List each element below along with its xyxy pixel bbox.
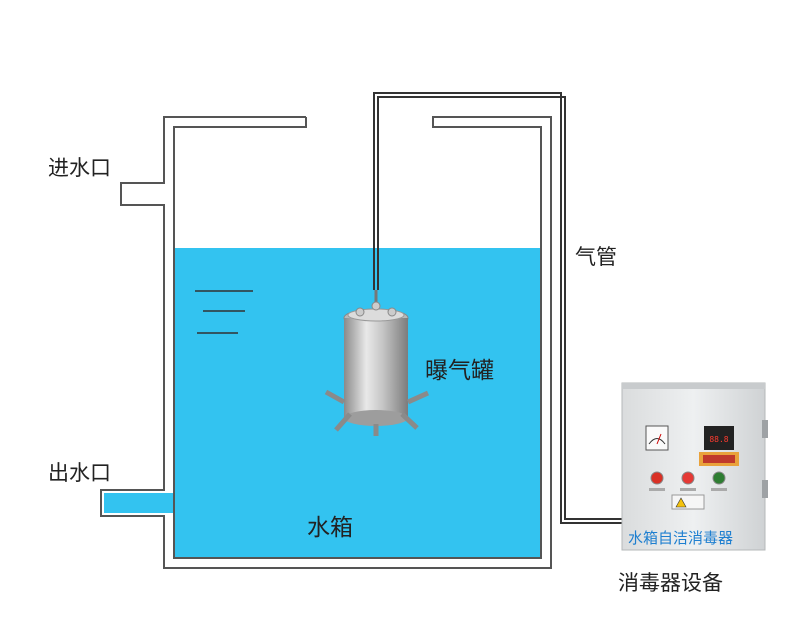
device-caption: 消毒器设备 — [618, 571, 723, 595]
aerator-tank — [324, 290, 430, 436]
air-pipe-label: 气管 — [575, 245, 617, 269]
tank-label: 水箱 — [307, 515, 353, 541]
digital-display — [704, 426, 734, 450]
tank-walls — [100, 116, 552, 569]
display-value: 88.8 — [709, 435, 728, 444]
aerator-label: 曝气罐 — [425, 358, 494, 384]
outlet-label: 出水口 — [48, 461, 111, 485]
outlet-water — [104, 493, 176, 513]
air-pipe-inner — [377, 96, 622, 520]
red-button — [681, 471, 695, 485]
inlet-label: 进水口 — [48, 156, 111, 180]
disinfector-cabinet: 88.8 — [621, 382, 768, 551]
red-lamp — [650, 471, 664, 485]
water-level-symbol — [195, 290, 253, 334]
device-panel-text: 水箱自洁消毒器 — [628, 529, 733, 547]
green-button — [712, 471, 726, 485]
air-pipe — [373, 92, 622, 524]
